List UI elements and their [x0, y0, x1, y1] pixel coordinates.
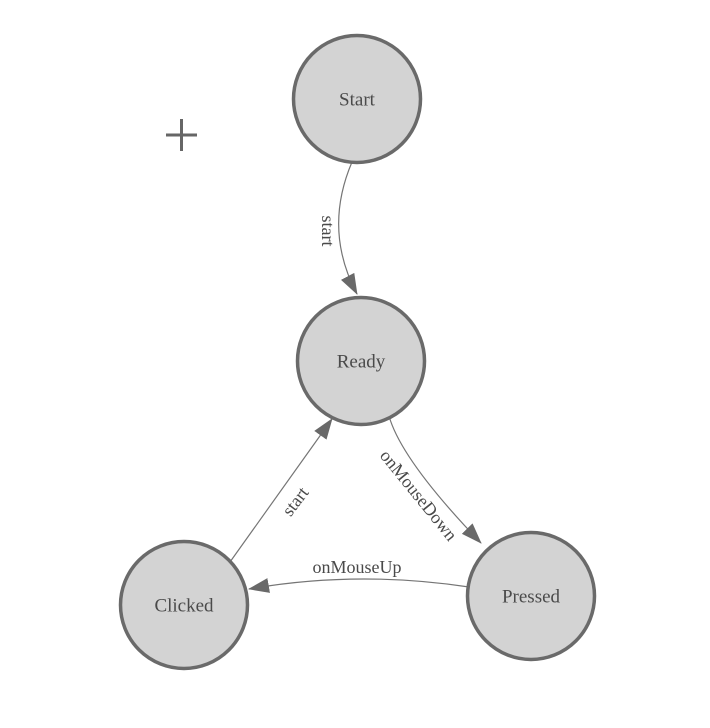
- edge-label-onmousedown: onMouseDown: [376, 446, 461, 545]
- crosshair-icon: [166, 119, 197, 151]
- edge-line[interactable]: [229, 418, 333, 563]
- node-label-start: Start: [339, 90, 376, 111]
- edge-pressed-to-clicked[interactable]: onMouseUp: [248, 557, 470, 593]
- edge-label-onmouseup: onMouseUp: [313, 557, 402, 577]
- node-ready[interactable]: Ready: [295, 295, 427, 427]
- edge-ready-to-pressed[interactable]: onMouseDown: [376, 415, 482, 545]
- node-start[interactable]: Start: [291, 33, 423, 165]
- node-circle[interactable]: [295, 295, 427, 427]
- node-label-pressed: Pressed: [502, 587, 561, 608]
- node-label-clicked: Clicked: [154, 596, 214, 617]
- node-circle[interactable]: [291, 33, 423, 165]
- node-label-ready: Ready: [337, 352, 386, 373]
- edge-clicked-to-ready[interactable]: start: [229, 418, 333, 563]
- edge-line[interactable]: [248, 578, 470, 593]
- edge-line[interactable]: [338, 161, 358, 295]
- node-circle[interactable]: [118, 539, 250, 671]
- edge-line[interactable]: [388, 415, 482, 544]
- node-clicked[interactable]: Clicked: [118, 539, 250, 671]
- node-circle[interactable]: [465, 530, 597, 662]
- node-pressed[interactable]: Pressed: [465, 530, 597, 662]
- edge-start-to-ready[interactable]: start: [318, 161, 358, 295]
- edge-label-start: start: [318, 216, 338, 247]
